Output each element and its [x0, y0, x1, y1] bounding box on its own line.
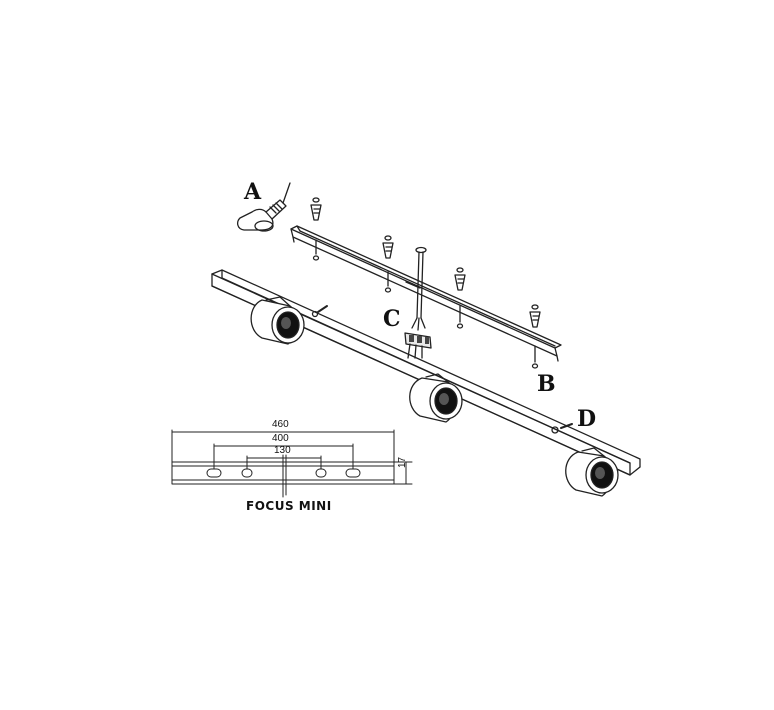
- wall-plug-4: [529, 304, 541, 369]
- dimension-drawing: [171, 429, 413, 498]
- terminal-block: [404, 332, 432, 359]
- callout-b: B: [537, 371, 556, 397]
- dimension-inner: 130: [274, 445, 291, 456]
- callout-a: A: [244, 179, 262, 205]
- dimension-overall: 460: [272, 419, 289, 430]
- wall-plug-3: [454, 267, 466, 329]
- spotlight-3: [565, 447, 619, 497]
- wall-plug-2: [382, 235, 394, 293]
- callout-d: D: [577, 406, 597, 432]
- supply-cable: [411, 246, 427, 331]
- dimension-middle: 400: [272, 433, 289, 444]
- dimension-height: 17: [397, 456, 408, 468]
- fixing-screw: [551, 423, 573, 434]
- screwdriver-tool: [237, 182, 291, 232]
- wall-plug-1: [310, 197, 322, 261]
- spotlight-1: [250, 296, 305, 345]
- mounting-bracket: [290, 225, 562, 362]
- product-caption: FOCUS MINI: [246, 499, 332, 513]
- callout-c: C: [383, 306, 401, 332]
- spotlight-2: [409, 373, 463, 423]
